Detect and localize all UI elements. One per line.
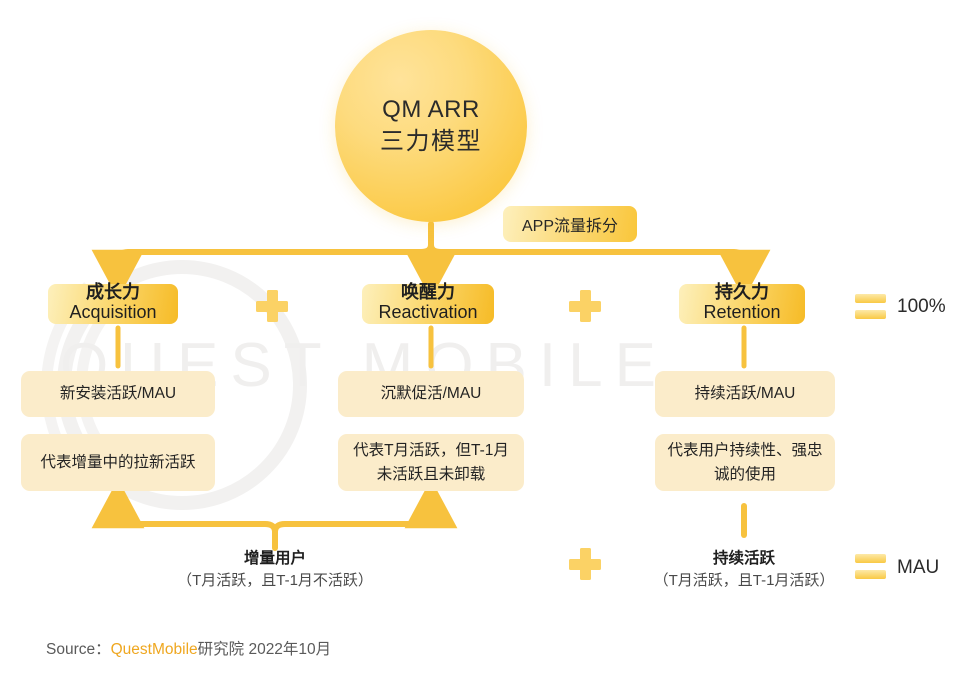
total-mau-label: MAU	[897, 557, 940, 578]
pillar-cn-label-3: 持久力	[715, 282, 769, 303]
summary-title-1: 增量用户	[243, 550, 306, 567]
hero-title-line1: QM ARR	[382, 96, 480, 124]
plus-operator-2	[569, 290, 601, 322]
hero-circle: QM ARR 三力模型	[335, 30, 527, 222]
source-brand: QuestMobile	[110, 641, 198, 658]
pillar-head-reactivation-text: 唤醒力 Reactivation	[352, 282, 504, 324]
metric-box-acquisition: 新安装活跃/MAU	[21, 371, 215, 417]
desc-box-acquisition: 代表增量中的拉新活跃	[21, 434, 215, 491]
desc-box-retention: 代表用户持续性、强忠诚的使用	[655, 434, 835, 491]
plus-operator-1	[256, 290, 288, 322]
source-prefix: Source：	[46, 641, 111, 658]
metric-box-reactivation: 沉默促活/MAU	[338, 371, 524, 417]
desc-box-reactivation: 代表T月活跃，但T-1月未活跃且未卸载	[338, 434, 524, 491]
hero-title-line2: 三力模型	[380, 128, 482, 155]
summary-incremental-users: 增量用户 （T月活跃，且T-1月不活跃）	[125, 548, 425, 592]
summary-continued-active: 持续活跃 （T月活跃，且T-1月活跃）	[624, 548, 864, 592]
pillar-cn-label-2: 唤醒力	[401, 282, 455, 303]
plus-operator-3	[569, 548, 601, 580]
pillar-en-label-1: Acquisition	[69, 302, 157, 323]
source-footer: Source：QuestMobile研究院 2022年10月	[46, 637, 331, 659]
total-percent-label: 100%	[897, 296, 946, 317]
summary-title-2: 持续活跃	[712, 550, 775, 567]
pillar-cn-label-1: 成长力	[86, 282, 140, 303]
pillar-head-acquisition: 成长力 Acquisition	[48, 283, 178, 324]
pillar-en-label-3: Retention	[703, 302, 781, 323]
pillar-en-label-2: Reactivation	[378, 302, 478, 323]
pillar-head-retention-text: 持久力 Retention	[672, 282, 812, 324]
pillar-head-acquisition-text: 成长力 Acquisition	[39, 282, 187, 324]
pillar-head-reactivation: 唤醒力 Reactivation	[362, 283, 494, 324]
pillar-head-retention: 持久力 Retention	[679, 283, 805, 324]
equals-operator-2	[855, 554, 886, 580]
metric-box-retention: 持续活跃/MAU	[655, 371, 835, 417]
equals-operator-1	[855, 294, 886, 320]
app-traffic-split-badge: APP流量拆分	[503, 206, 637, 242]
summary-sub-2: （T月活跃，且T-1月活跃）	[653, 572, 835, 590]
source-suffix: 研究院 2022年10月	[197, 641, 332, 658]
summary-sub-1: （T月活跃，且T-1月不活跃）	[177, 572, 373, 590]
